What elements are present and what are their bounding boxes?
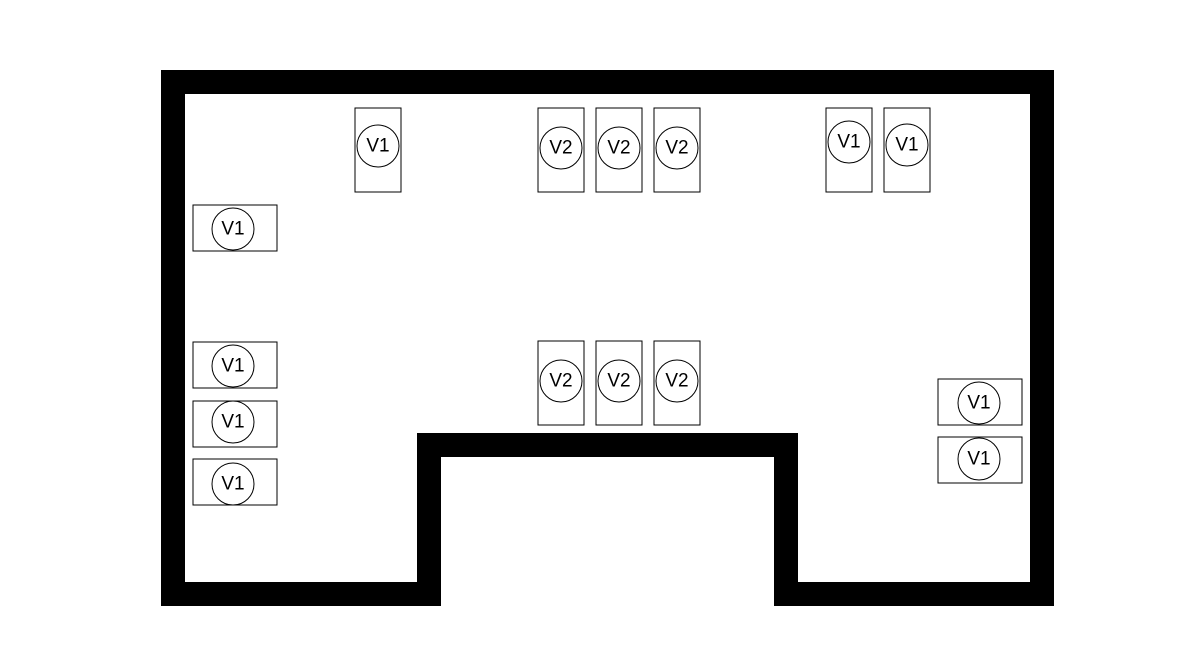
unit-label: V1	[967, 449, 990, 470]
unit-label: V1	[221, 474, 244, 495]
unit-circle	[597, 359, 641, 403]
room-wall-outline	[161, 70, 1054, 606]
unit-circle	[827, 120, 871, 164]
unit-v2: V2	[595, 107, 643, 193]
unit-circle	[211, 344, 255, 388]
unit-v1: V1	[825, 107, 873, 193]
unit-v1: V1	[354, 107, 402, 193]
unit-v1: V1	[192, 458, 278, 506]
unit-label: V2	[665, 138, 688, 159]
unit-circle	[885, 123, 929, 167]
unit-circle	[356, 124, 400, 168]
unit-label: V2	[549, 371, 572, 392]
unit-label: V1	[366, 136, 389, 157]
unit-circle	[655, 359, 699, 403]
unit-label: V1	[837, 132, 860, 153]
unit-circle	[211, 400, 255, 444]
unit-v1: V1	[192, 204, 278, 252]
unit-v2: V2	[595, 340, 643, 426]
unit-label: V2	[607, 138, 630, 159]
unit-v1: V1	[937, 436, 1023, 484]
unit-v1: V1	[937, 378, 1023, 426]
unit-label: V2	[549, 138, 572, 159]
unit-circle	[539, 359, 583, 403]
unit-v2: V2	[537, 107, 585, 193]
unit-label: V1	[221, 219, 244, 240]
unit-circle	[957, 437, 1001, 481]
unit-circle	[211, 462, 255, 506]
unit-v2: V2	[653, 340, 701, 426]
unit-v1: V1	[192, 341, 278, 389]
unit-circle	[211, 207, 255, 251]
unit-label: V1	[221, 356, 244, 377]
unit-label: V1	[967, 393, 990, 414]
unit-circle	[597, 126, 641, 170]
unit-circle	[655, 126, 699, 170]
unit-v1: V1	[192, 400, 278, 448]
unit-v1: V1	[883, 107, 931, 193]
unit-circle	[957, 381, 1001, 425]
unit-v2: V2	[537, 340, 585, 426]
unit-label: V2	[665, 371, 688, 392]
unit-v2: V2	[653, 107, 701, 193]
unit-label: V1	[221, 412, 244, 433]
unit-circle	[539, 126, 583, 170]
unit-label: V2	[607, 371, 630, 392]
unit-label: V1	[895, 135, 918, 156]
